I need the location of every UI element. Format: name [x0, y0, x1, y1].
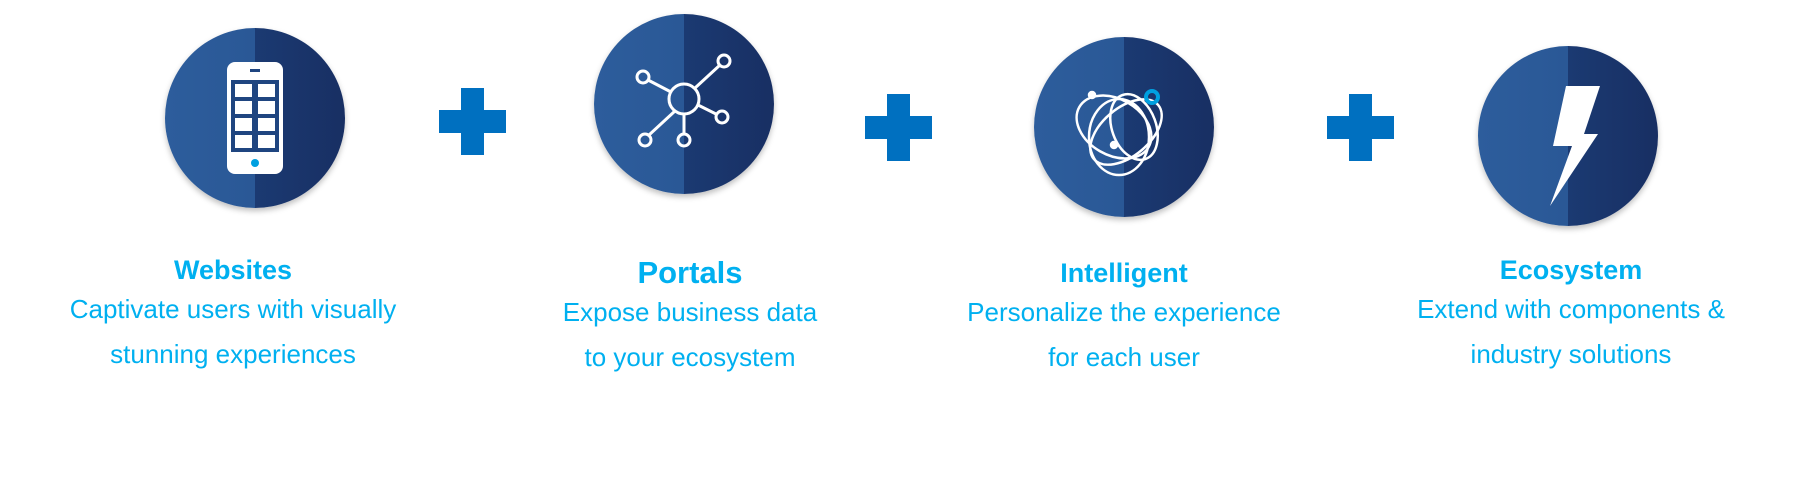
feature-title: Portals — [637, 255, 743, 290]
feature-portals: Portals Expose business data to your eco… — [470, 256, 910, 380]
network-hub-icon — [635, 53, 732, 148]
feature-title: Websites — [173, 255, 293, 285]
plus-icon — [1327, 94, 1394, 161]
ecosystem-icon-circle — [1478, 46, 1658, 226]
feature-description-line: Personalize the experience — [967, 297, 1281, 327]
websites-icon-circle — [165, 28, 345, 208]
lightning-bolt-icon — [1550, 86, 1600, 206]
plus-icon — [439, 88, 506, 155]
feature-websites: Websites Captivate users with visually s… — [13, 253, 453, 377]
feature-description-line: industry solutions — [1470, 339, 1672, 369]
orbit-atom-icon — [1075, 89, 1163, 177]
feature-description-line: for each user — [1048, 342, 1200, 372]
feature-title: Intelligent — [1060, 258, 1188, 288]
feature-intelligent: Intelligent Personalize the experience f… — [904, 256, 1344, 380]
smartphone-icon — [227, 62, 283, 174]
portals-icon-circle — [594, 14, 774, 194]
feature-title: Ecosystem — [1499, 255, 1643, 285]
feature-description-line: Captivate users with visually — [69, 294, 397, 324]
feature-description-line: Expose business data — [562, 297, 818, 327]
plus-icon — [865, 94, 932, 161]
intelligent-icon-circle — [1034, 37, 1214, 217]
feature-description-line: to your ecosystem — [584, 342, 796, 372]
feature-ecosystem: Ecosystem Extend with components & indus… — [1351, 253, 1791, 377]
feature-description-line: stunning experiences — [110, 339, 356, 369]
feature-description-line: Extend with components & — [1417, 294, 1725, 324]
